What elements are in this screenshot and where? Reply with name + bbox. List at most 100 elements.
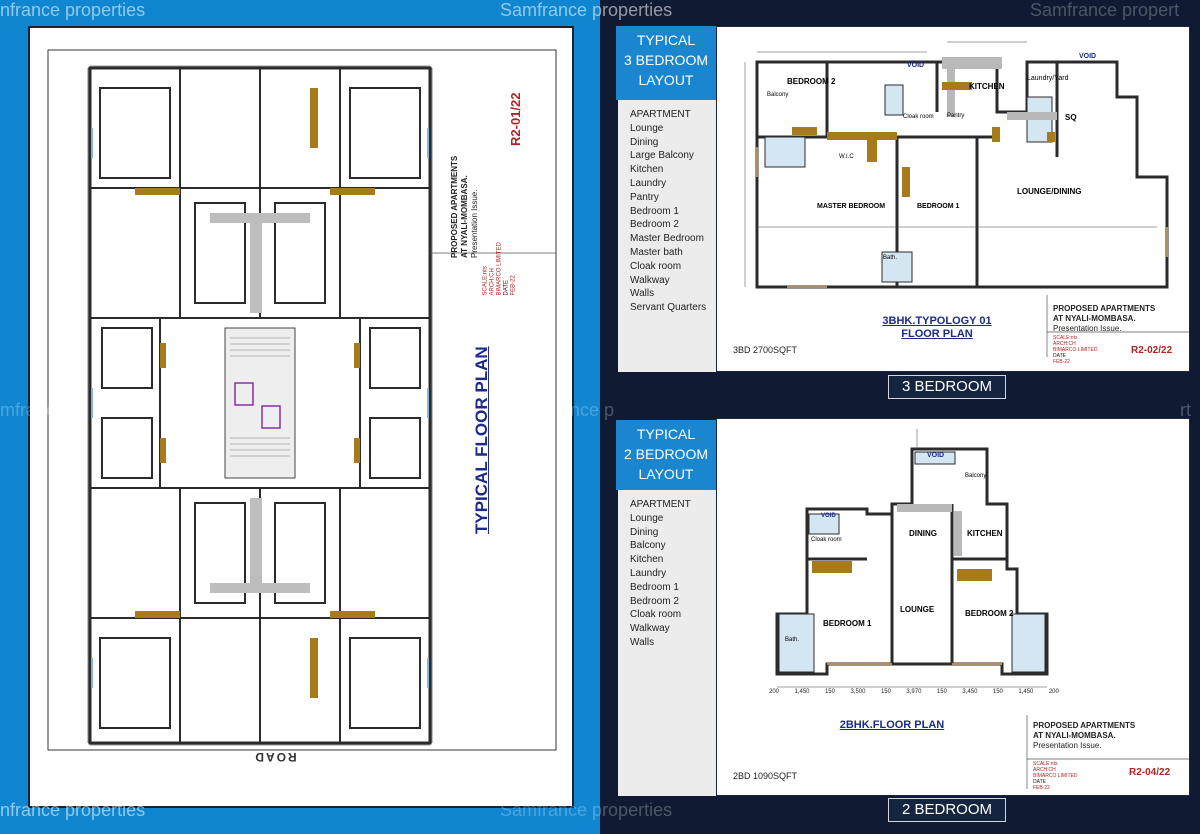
- three-bed-scale: SCALE:nts: [1053, 335, 1078, 341]
- watermark-bottom-left: nfrance properties: [0, 800, 146, 820]
- typical-project-line2: AT NYALI-MOMBASA.: [460, 175, 469, 258]
- three-bed-feature: Servant Quarters: [630, 302, 707, 314]
- room-balcony: Balcony: [767, 92, 789, 98]
- three-bed-feature: Cloak room: [630, 260, 682, 272]
- watermark-mid-center: ance p: [560, 400, 615, 420]
- watermark-top-center: Samfrance properties: [500, 0, 673, 20]
- two-bed-sheet-number: R2-04/22: [1129, 767, 1171, 778]
- three-bed-layout-title-3: LAYOUT: [638, 72, 694, 88]
- two-bed-features-list: APARTMENT Lounge Dining Balcony Kitchen …: [618, 490, 716, 796]
- two-bed-scale-block: SCALE:nts ARCH:CH BIMARCO LIMITED DATE F…: [1033, 761, 1077, 791]
- typical-sheet-number: R2-01/22: [508, 92, 523, 146]
- two-bed-project-line1: PROPOSED APARTMENTS: [1033, 721, 1136, 730]
- two-bed-feature: Laundry: [630, 567, 667, 579]
- three-bed-project-line1: PROPOSED APARTMENTS: [1053, 304, 1156, 313]
- dimension-label: 3,500: [850, 689, 866, 695]
- typical-scale: SCALE:nts: [482, 266, 489, 296]
- dimension-label: 200: [1048, 689, 1059, 695]
- two-bed-date-label: DATE: [1033, 779, 1046, 785]
- typical-floor-panel: PROPOSED APARTMENTS AT NYALI-MOMBASA. Pr…: [0, 0, 596, 834]
- three-bed-layout-title-1: TYPICAL: [636, 32, 696, 48]
- three-bed-feature: Walls: [630, 288, 655, 300]
- tab-2-bedroom[interactable]: 2 BEDROOM: [888, 798, 1006, 822]
- three-bed-feature: Master Bedroom: [630, 233, 704, 245]
- dimension-label: 3,450: [962, 689, 978, 695]
- dimension-label: 200: [769, 689, 780, 695]
- room-bedroom2: BEDROOM 2: [787, 77, 836, 86]
- room-wic: W.I.C: [839, 154, 854, 160]
- three-bed-feature: Master bath: [630, 246, 683, 258]
- dimension-label: 3,970: [906, 689, 922, 695]
- two-bed-feature: Balcony: [630, 540, 666, 552]
- room-cloak-2: Cloak room: [811, 537, 842, 543]
- two-bed-feature: Cloak room: [630, 609, 682, 621]
- three-bed-feature: Bedroom 1: [630, 205, 679, 217]
- dimension-label: 150: [992, 689, 1003, 695]
- room-dining: DINING: [909, 529, 937, 538]
- three-bed-feature: Lounge: [630, 122, 664, 134]
- three-bed-size: 3BD 2700SQFT: [733, 345, 798, 355]
- layouts-panel: TYPICAL 3 BEDROOM LAYOUT APARTMENT Loung…: [600, 0, 1200, 834]
- dimension-label: 1,450: [794, 689, 810, 695]
- tab-3-bedroom[interactable]: 3 BEDROOM: [888, 375, 1006, 399]
- two-bed-scale: SCALE:nts: [1033, 761, 1058, 767]
- room-pantry: Pantry: [947, 113, 965, 119]
- typical-scale-block: SCALE:nts ARCH:CH BIMARCO LIMITED DATE F…: [470, 198, 530, 295]
- room-sq: SQ: [1065, 113, 1077, 122]
- three-bed-plan-card: BEDROOM 2 KITCHEN Laundry/Yard VOID VOID…: [716, 26, 1190, 372]
- two-bed-feature: Bedroom 1: [630, 581, 679, 593]
- three-bed-feature: Laundry: [630, 177, 667, 189]
- three-bed-plan-title: 3BHK.TYPOLOGY 01 FLOOR PLAN: [857, 315, 1017, 341]
- two-bed-plan-drawing: [775, 429, 1189, 789]
- room-bedroom1: BEDROOM 1: [917, 203, 960, 210]
- typical-floor-sheet: PROPOSED APARTMENTS AT NYALI-MOMBASA. Pr…: [28, 26, 574, 808]
- three-bed-firm: BIMARCO LIMITED: [1053, 347, 1098, 353]
- room-void-3: VOID: [927, 452, 945, 459]
- two-bed-arch: ARCH:CH: [1033, 767, 1056, 773]
- watermark-top-left: nfrance properties: [0, 0, 146, 20]
- typical-date-label: DATE: [503, 279, 510, 296]
- two-bed-title-block: PROPOSED APARTMENTS AT NYALI-MOMBASA. Pr…: [1033, 721, 1183, 751]
- three-bed-title-block: PROPOSED APARTMENTS AT NYALI-MOMBASA. Pr…: [1053, 304, 1189, 334]
- three-bed-issue: Presentation Issue.: [1053, 324, 1122, 333]
- dimension-label: 1,450: [1018, 689, 1034, 695]
- typical-floor-plan-title: TYPICAL FLOOR PLAN: [472, 346, 491, 534]
- two-bed-feature: Walls: [630, 636, 655, 648]
- three-bed-plan-title-2: FLOOR PLAN: [901, 328, 973, 340]
- room-void-2: VOID: [1079, 53, 1097, 60]
- three-bed-feature: Walkway: [630, 274, 670, 286]
- room-kitchen: KITCHEN: [969, 82, 1005, 91]
- typical-project-line1: PROPOSED APARTMENTS: [450, 155, 459, 258]
- three-bed-feature: Kitchen: [630, 164, 664, 176]
- room-balcony-2: Balcony: [965, 473, 987, 479]
- dimension-label: 150: [936, 689, 947, 695]
- watermark-mid-right: rt: [1180, 400, 1191, 420]
- typical-date: FEB-22: [510, 275, 517, 296]
- typical-firm: BIMARCO LIMITED: [496, 242, 503, 296]
- two-bed-feature: Kitchen: [630, 554, 664, 566]
- room-bath: Bath.: [883, 255, 898, 261]
- three-bed-feature: APARTMENT: [630, 109, 691, 120]
- two-bed-feature: Lounge: [630, 512, 664, 524]
- two-bed-plan-title: 2BHK.FLOOR PLAN: [839, 719, 945, 731]
- two-bed-date: FEB-22: [1033, 785, 1050, 791]
- room-kitchen-2: KITCHEN: [967, 529, 1003, 538]
- two-bed-feature: APARTMENT: [630, 499, 691, 510]
- three-bed-feature: Bedroom 2: [630, 219, 679, 231]
- watermark-bottom-center: Samfrance properties: [500, 800, 673, 820]
- two-bed-layout-title-1: TYPICAL: [636, 426, 696, 442]
- two-bed-issue: Presentation Issue.: [1033, 741, 1102, 750]
- three-bed-layout-header: TYPICAL 3 BEDROOM LAYOUT: [616, 26, 716, 100]
- three-bed-project-line2: AT NYALI-MOMBASA.: [1053, 314, 1136, 323]
- two-bed-dimension-row: 200 1,450 150 3,500 150 3,970 150 3,450 …: [769, 689, 1059, 695]
- two-bed-layout-title-3: LAYOUT: [638, 466, 694, 482]
- two-bed-size: 2BD 1090SQFT: [733, 771, 798, 781]
- three-bed-features-list: APARTMENT Lounge Dining Large Balcony Ki…: [618, 100, 716, 372]
- three-bed-date-label: DATE: [1053, 353, 1066, 359]
- dimension-label: 150: [880, 689, 891, 695]
- two-bed-feature: Bedroom 2: [630, 595, 679, 607]
- three-bed-feature: Dining: [630, 136, 659, 148]
- room-laundry: Laundry/Yard: [1027, 75, 1069, 82]
- watermark-top-right: Samfrance propert: [1030, 0, 1180, 20]
- two-bed-firm: BIMARCO LIMITED: [1033, 773, 1078, 779]
